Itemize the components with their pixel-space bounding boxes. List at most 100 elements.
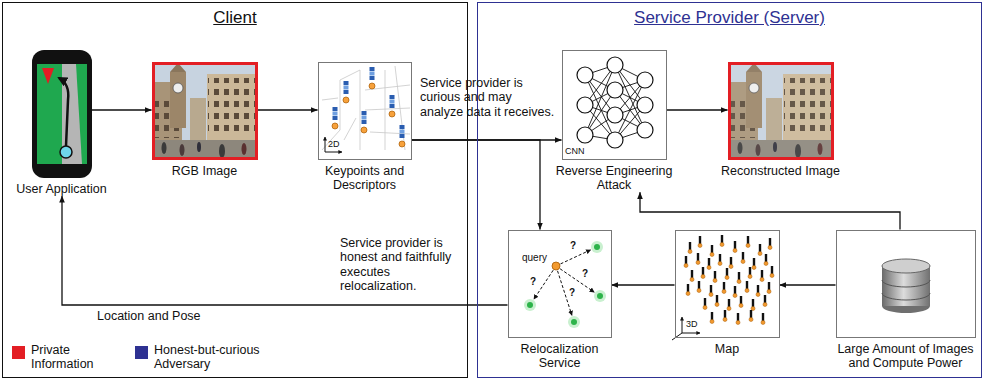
picture-frame bbox=[836, 230, 976, 338]
map-point-cloud-part bbox=[752, 258, 756, 270]
map-point-cloud-part bbox=[737, 272, 741, 284]
map-point-cloud-part bbox=[696, 253, 700, 265]
relocalization-sketch-part-part bbox=[597, 293, 603, 299]
connector-arrow bbox=[258, 109, 318, 110]
map-point-cloud-part bbox=[736, 313, 740, 325]
map-point-cloud-part bbox=[710, 245, 714, 257]
edge-label: Location and Pose bbox=[95, 309, 203, 323]
panel-heading: Service Provider (Server) bbox=[478, 8, 981, 28]
connector-arrow bbox=[62, 196, 508, 305]
server-panel: Service Provider (Server) Reverse Enginee… bbox=[477, 2, 982, 378]
picture-frame bbox=[562, 50, 667, 160]
map-point-cloud-part bbox=[745, 281, 749, 293]
relocalization-sketch-part-part bbox=[527, 302, 533, 308]
database-icon bbox=[882, 259, 930, 313]
keypoint-sketch-part bbox=[325, 137, 326, 152]
map-point-cloud-part bbox=[746, 236, 750, 248]
keypoint-box: Keypoints and Descriptors bbox=[318, 62, 412, 193]
map-point-cloud-part bbox=[761, 313, 765, 325]
relocalization-sketch-part-part bbox=[591, 241, 603, 253]
query-label: query bbox=[522, 252, 547, 264]
map-point-cloud-part bbox=[697, 281, 701, 293]
app-box: User Application bbox=[32, 50, 92, 196]
cnn-network bbox=[577, 57, 653, 148]
map-point-cloud bbox=[672, 235, 774, 340]
relocalization-sketch-part-part bbox=[568, 316, 580, 328]
map-point-cloud-part bbox=[760, 270, 764, 282]
cnn-network-part-part bbox=[607, 82, 623, 98]
connector-arrow bbox=[412, 140, 541, 230]
cnn-network-part bbox=[585, 65, 645, 140]
connector-arrow bbox=[92, 109, 152, 110]
map-point-cloud-part bbox=[770, 266, 774, 278]
service-box: Relocalization Service bbox=[508, 230, 612, 371]
phone-icon-part bbox=[32, 50, 92, 178]
question-mark: ? bbox=[530, 276, 536, 288]
cnn-network-part bbox=[577, 57, 653, 148]
question-mark: ? bbox=[582, 268, 588, 280]
panel-heading: Client bbox=[3, 8, 467, 28]
picture-frame bbox=[32, 50, 92, 178]
relocalization-sketch-part-part bbox=[571, 319, 577, 325]
map-point-cloud-part bbox=[722, 282, 726, 294]
connector-arrow bbox=[612, 284, 675, 285]
connector-arrow bbox=[667, 109, 728, 110]
map-point-cloud-part bbox=[751, 299, 755, 311]
map-point-cloud-part bbox=[710, 312, 714, 324]
relocalization-sketch-part-part bbox=[524, 299, 536, 311]
legend-text: Honest-but-curious Adversary bbox=[154, 343, 274, 372]
relocalization-sketch-part-part bbox=[561, 250, 591, 264]
map-point-cloud-part bbox=[725, 268, 729, 280]
client-panel: ClientUser ApplicationRGB ImageKeypoints… bbox=[2, 2, 468, 378]
relocalization-sketch-part-part bbox=[534, 270, 553, 299]
picture-frame bbox=[152, 62, 258, 160]
node-caption: Reconstructed Image bbox=[711, 164, 851, 178]
map-point-cloud-part bbox=[733, 241, 737, 253]
cnn-box: Reverse Engineering Attack bbox=[562, 50, 667, 193]
node-caption: Keypoints and Descriptors bbox=[313, 164, 417, 193]
keypoint-sketch-part bbox=[389, 95, 395, 117]
phone-icon-part bbox=[42, 68, 54, 84]
map-point-cloud-part bbox=[682, 333, 700, 334]
map-point-cloud-part bbox=[718, 254, 722, 266]
map-point-cloud-part bbox=[690, 270, 694, 282]
phone-icon bbox=[32, 50, 92, 178]
legend-swatch bbox=[12, 346, 25, 359]
keypoint-sketch-part bbox=[361, 111, 367, 133]
rgb-photo bbox=[152, 62, 258, 160]
map-point-cloud-part bbox=[756, 285, 760, 297]
map-point-cloud-part bbox=[715, 295, 719, 307]
connector-arrow bbox=[640, 192, 900, 229]
cnn-network-part-part bbox=[637, 72, 653, 88]
node-caption: Large Amount of Images and Compute Power bbox=[833, 342, 979, 371]
map-point-cloud-part bbox=[733, 286, 737, 298]
map-box: Map bbox=[675, 230, 780, 356]
keypoint-sketch-part bbox=[343, 81, 349, 103]
cnn-network-part-part bbox=[637, 97, 653, 113]
annotation: Service provider is honest and faithfull… bbox=[340, 236, 468, 294]
map-point-cloud-part bbox=[748, 267, 752, 279]
picture-frame bbox=[728, 62, 834, 160]
legend-text: Private Information bbox=[31, 343, 111, 372]
keypoint-sketch-part bbox=[399, 125, 405, 147]
image-box: Reconstructed Image bbox=[728, 62, 834, 178]
database-icon-part bbox=[882, 280, 930, 300]
cnn-network-part-part bbox=[607, 132, 623, 148]
map-point-cloud-part bbox=[758, 244, 762, 256]
map-point-cloud-part bbox=[713, 271, 717, 283]
image-box: RGB Image bbox=[152, 62, 258, 178]
map-point-cloud-part bbox=[682, 317, 683, 333]
picture-frame bbox=[508, 230, 612, 338]
map-point-cloud-part bbox=[686, 284, 690, 296]
node-caption: Reverse Engineering Attack bbox=[549, 164, 679, 193]
network-label: CNN bbox=[565, 146, 585, 156]
relocalization-sketch-part bbox=[552, 262, 560, 270]
annotation: Service provider is curious and may anal… bbox=[420, 76, 556, 119]
cnn-network-part-part bbox=[577, 67, 593, 83]
map-point-cloud-part bbox=[709, 285, 713, 297]
phone-icon-part bbox=[37, 64, 87, 164]
node-caption: Relocalization Service bbox=[505, 342, 615, 371]
